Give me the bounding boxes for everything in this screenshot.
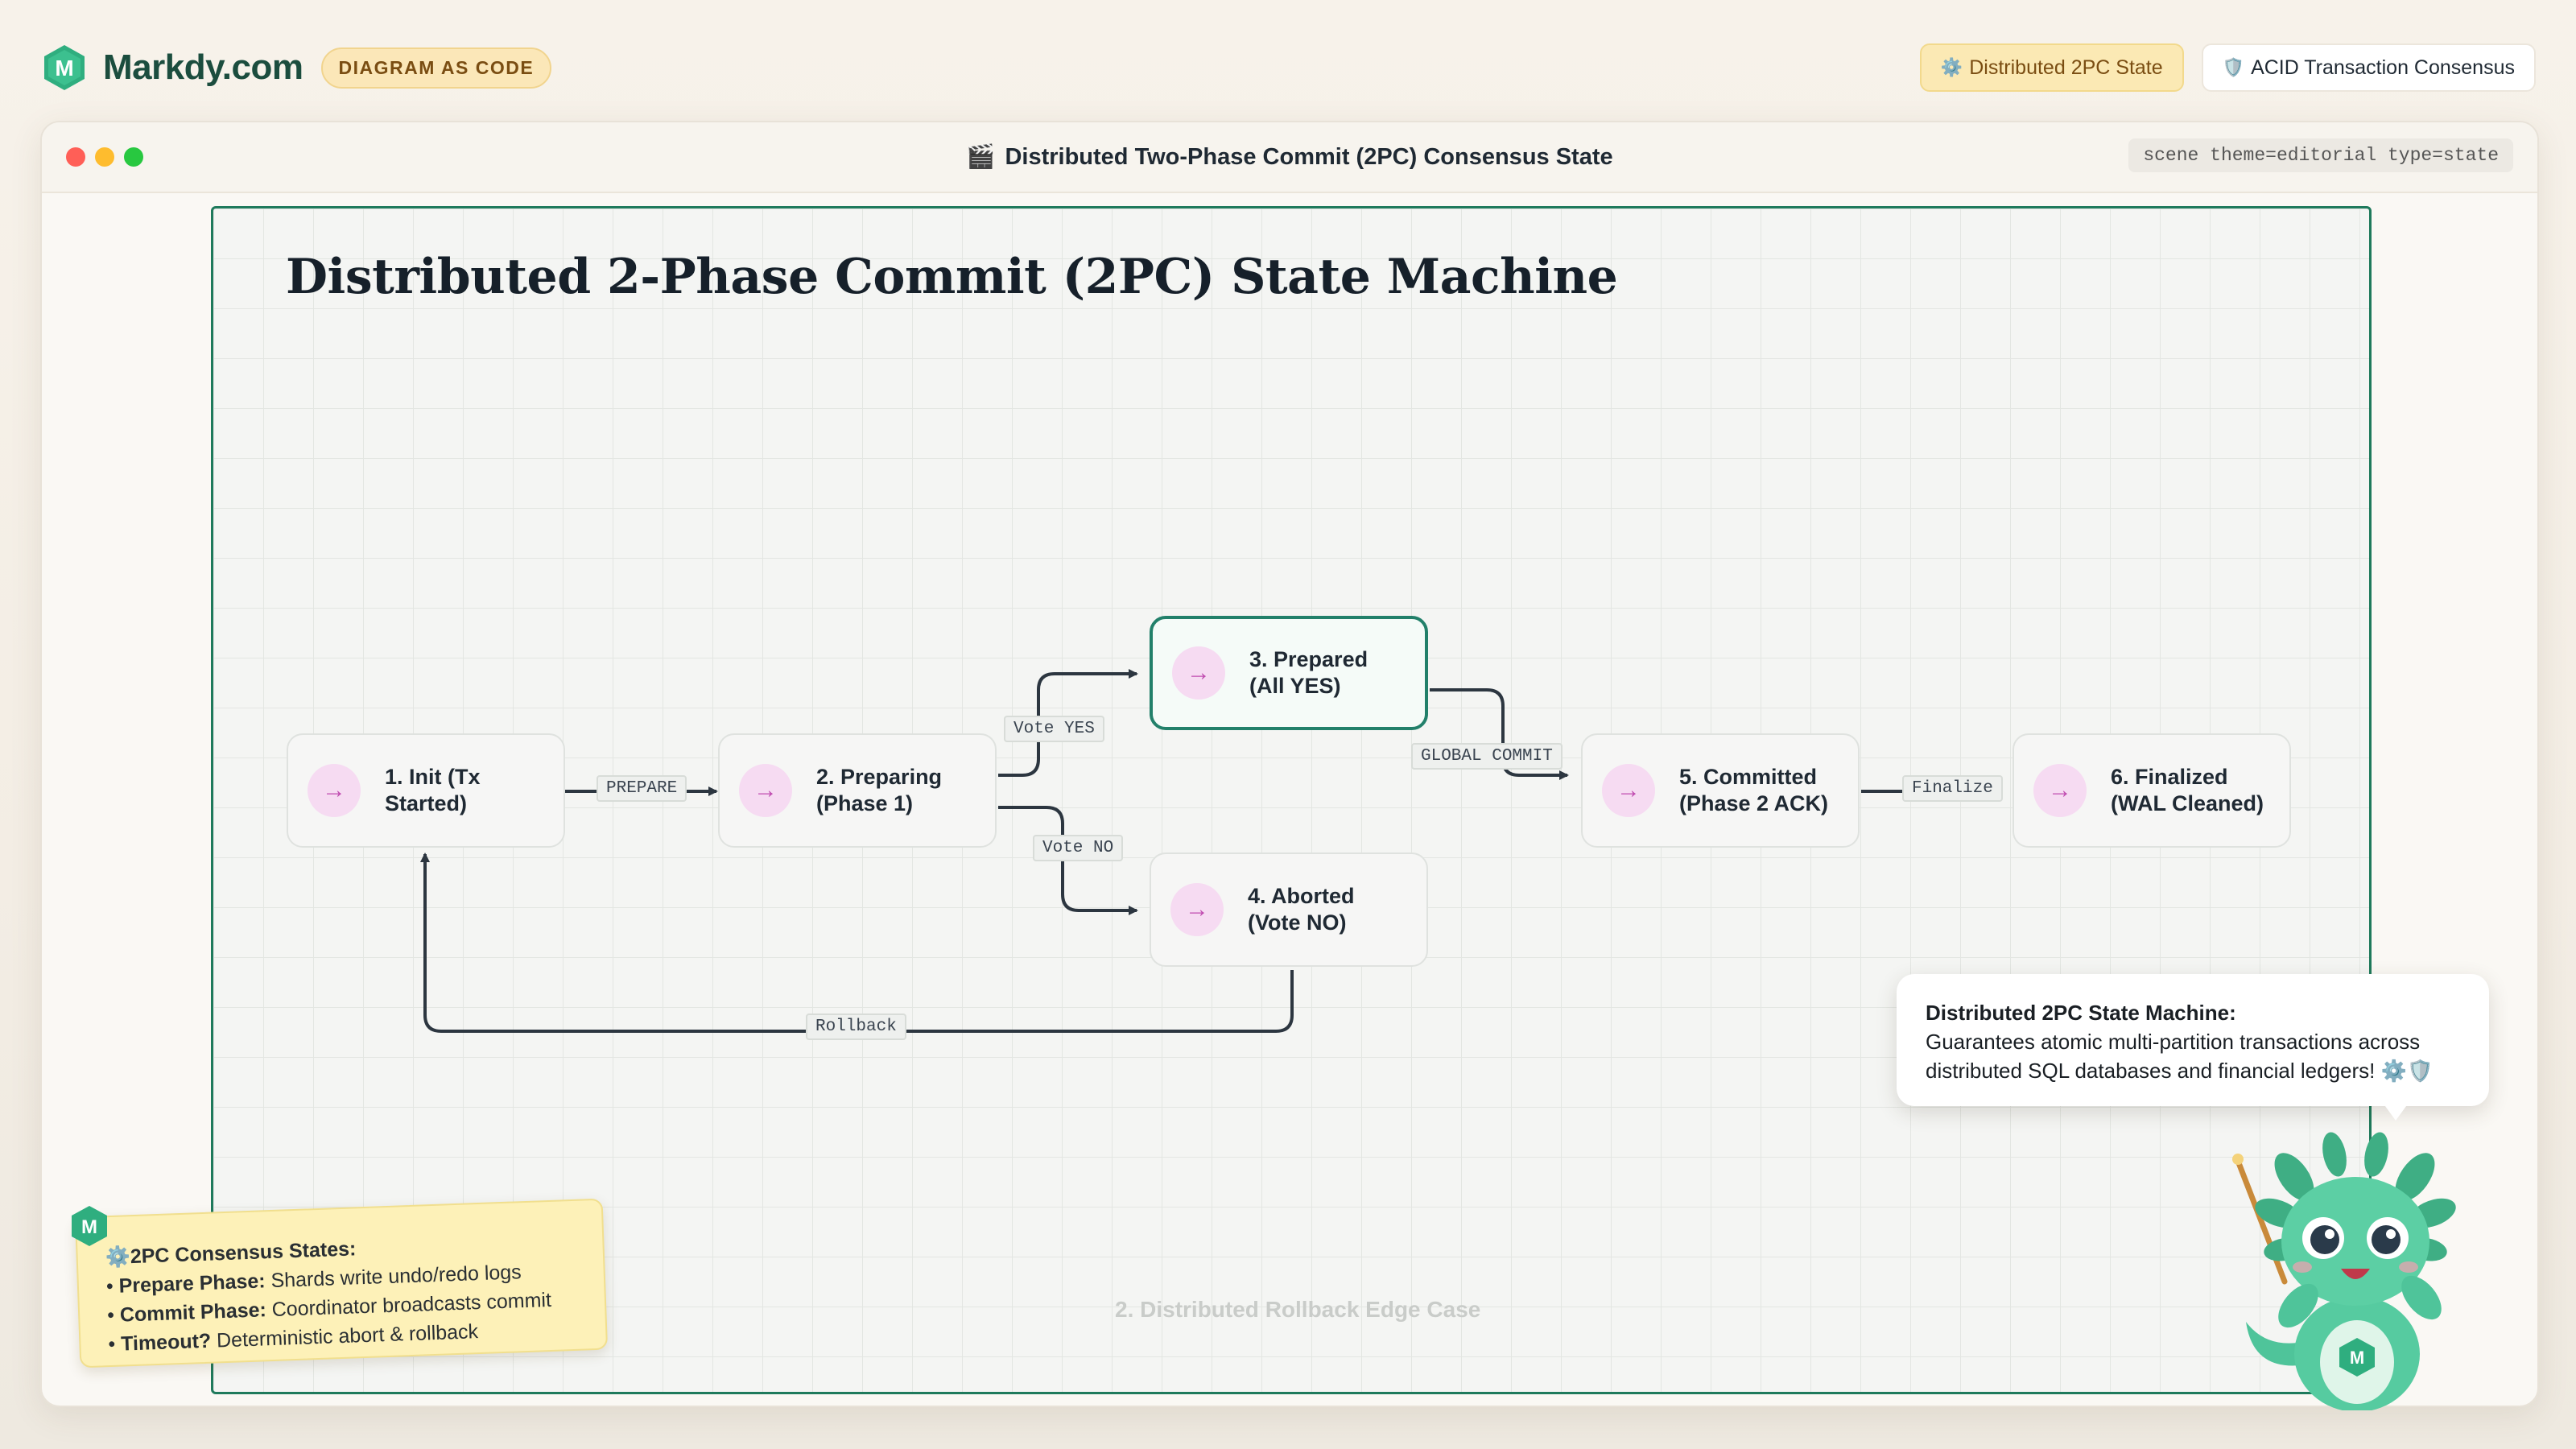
- speech-bubble-tail: [2383, 1103, 2409, 1121]
- pill-distributed-2pc[interactable]: ⚙️ Distributed 2PC State: [1919, 43, 2184, 92]
- mascot-speech-bubble: Distributed 2PC State Machine: Guarantee…: [1897, 974, 2489, 1106]
- sticky-item-bold: Prepare Phase:: [118, 1269, 266, 1298]
- pill-acid-consensus[interactable]: 🛡️ ACID Transaction Consensus: [2201, 43, 2536, 92]
- edge-label-prepare: PREPARE: [597, 775, 687, 802]
- arrow-right-icon: →: [1602, 764, 1655, 817]
- edge-label-rollback: Rollback: [806, 1013, 906, 1040]
- callout-body: Guarantees atomic multi-partition transa…: [1926, 1030, 2434, 1083]
- scene-code-badge: scene theme=editorial type=state: [2128, 138, 2513, 172]
- edge-global-commit: [1430, 688, 1569, 780]
- state-node-prepared[interactable]: → 3. Prepared (All YES): [1150, 616, 1428, 730]
- window-titlebar: 🎬 Distributed Two-Phase Commit (2PC) Cons…: [42, 122, 2537, 193]
- maximize-window-dot[interactable]: [124, 147, 143, 167]
- state-node-label: 1. Init (Tx Started): [385, 765, 481, 815]
- sticky-note: ⚙️2PC Consensus States: • Prepare Phase:…: [74, 1198, 609, 1368]
- edge-label-vote-yes: Vote YES: [1004, 716, 1104, 742]
- sticky-item-text: Deterministic abort & rollback: [210, 1320, 479, 1352]
- pill-label: ACID Transaction Consensus: [2251, 56, 2515, 79]
- mascot-badge-letter: M: [2350, 1348, 2364, 1368]
- sticky-item-bold: Commit Phase:: [119, 1298, 267, 1327]
- edge-label-vote-no: Vote NO: [1033, 835, 1124, 861]
- sticky-title-text: 2PC Consensus States:: [130, 1237, 357, 1269]
- brand[interactable]: M Markdy.com DIAGRAM AS CODE: [42, 43, 552, 92]
- badge-letter: M: [81, 1216, 97, 1238]
- state-node-init[interactable]: → 1. Init (Tx Started): [287, 733, 565, 848]
- window-title-text: Distributed Two-Phase Commit (2PC) Conse…: [1005, 144, 1613, 170]
- arrow-right-icon: →: [2033, 764, 2087, 817]
- edge-label-global-commit: GLOBAL COMMIT: [1411, 743, 1563, 770]
- diagram-canvas: Distributed 2-Phase Commit (2PC) State M…: [211, 206, 2372, 1394]
- state-node-preparing[interactable]: → 2. Preparing (Phase 1): [718, 733, 997, 848]
- brand-name: Markdy.com: [103, 47, 303, 87]
- arrow-right-icon: →: [1170, 883, 1224, 936]
- state-node-label: 6. Finalized (WAL Cleaned): [2111, 765, 2264, 815]
- state-node-label: 2. Preparing (Phase 1): [816, 765, 943, 815]
- gear-icon: ⚙️: [1940, 57, 1963, 77]
- arrow-right-icon: →: [1172, 646, 1225, 700]
- gear-icon: ⚙️: [105, 1245, 131, 1269]
- logo-letter: M: [55, 56, 73, 80]
- callout-title: Distributed 2PC State Machine:: [1926, 1001, 2236, 1025]
- state-node-label: 4. Aborted (Vote NO): [1248, 884, 1355, 935]
- diagram-subtitle: 2. Distributed Rollback Edge Case: [1115, 1297, 1481, 1322]
- shield-icon: 🛡️: [2222, 57, 2245, 77]
- markdy-badge-icon: M: [72, 1206, 107, 1246]
- axolotl-mascot-icon: M: [2232, 1132, 2456, 1410]
- state-node-label: 3. Prepared (All YES): [1249, 647, 1368, 698]
- window-title: 🎬 Distributed Two-Phase Commit (2PC) Cons…: [42, 143, 2537, 171]
- state-node-label: 5. Committed (Phase 2 ACK): [1679, 765, 1829, 815]
- editor-window: 🎬 Distributed Two-Phase Commit (2PC) Cons…: [40, 121, 2539, 1407]
- diagram-as-code-tag: DIAGRAM AS CODE: [320, 47, 552, 89]
- arrow-right-icon: →: [739, 764, 792, 817]
- sticky-item-bold: Timeout?: [120, 1329, 212, 1356]
- pill-label: Distributed 2PC State: [1969, 56, 2163, 79]
- close-window-dot[interactable]: [66, 147, 85, 167]
- minimize-window-dot[interactable]: [95, 147, 114, 167]
- markdy-logo-icon: M: [42, 43, 87, 92]
- state-node-aborted[interactable]: → 4. Aborted (Vote NO): [1150, 852, 1428, 967]
- edge-label-finalize: Finalize: [1902, 775, 2003, 802]
- clapperboard-icon: 🎬: [966, 144, 996, 170]
- arrow-right-icon: →: [308, 764, 361, 817]
- state-node-finalized[interactable]: → 6. Finalized (WAL Cleaned): [2013, 733, 2291, 848]
- diagram-title: Distributed 2-Phase Commit (2PC) State M…: [286, 249, 1618, 305]
- state-node-committed[interactable]: → 5. Committed (Phase 2 ACK): [1581, 733, 1860, 848]
- header-pills: ⚙️ Distributed 2PC State 🛡️ ACID Transac…: [1919, 43, 2536, 92]
